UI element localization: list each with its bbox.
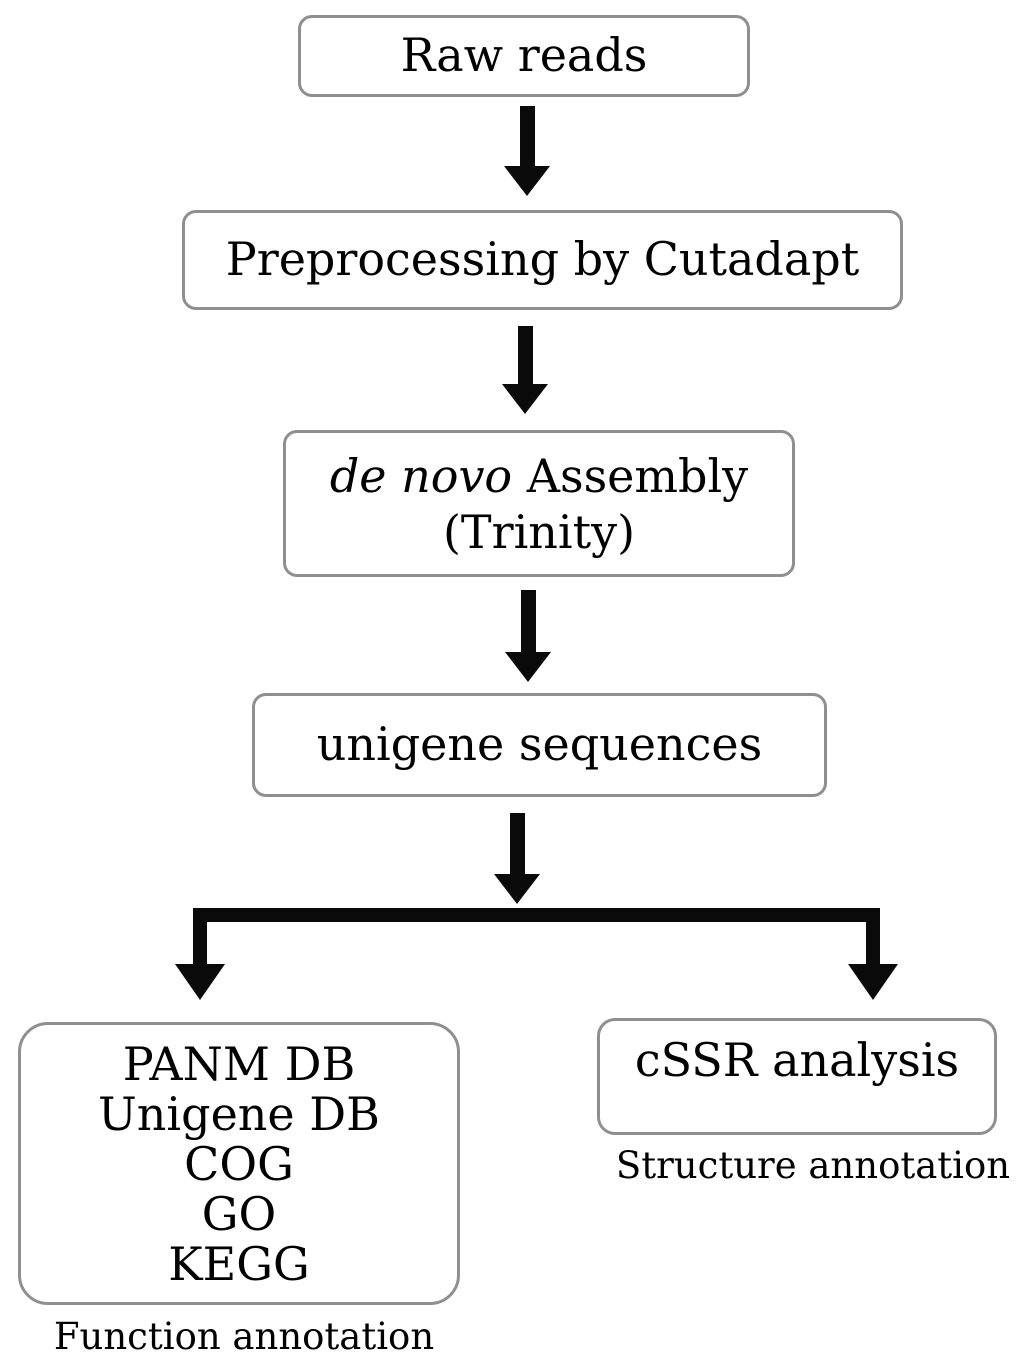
arrow-stem xyxy=(520,590,536,652)
raw-reads-node: Raw reads xyxy=(298,15,750,97)
branch-left-arrow xyxy=(175,921,225,1000)
cssr-label: cSSR analysis xyxy=(634,1033,960,1087)
function-db-node: PANM DB Unigene DB COG GO KEGG xyxy=(18,1022,460,1305)
arrow-head xyxy=(505,652,551,682)
assembly-label-line1: de novo Assembly xyxy=(330,448,748,504)
branch-right-arrow xyxy=(848,921,898,1000)
structure-annotation-caption: Structure annotation xyxy=(615,1144,1011,1187)
arrow-head xyxy=(848,964,898,1000)
arrow-stem xyxy=(517,326,533,384)
db-item: GO xyxy=(201,1186,277,1241)
db-item: Unigene DB xyxy=(98,1086,380,1141)
assembly-label-italic: de novo xyxy=(329,448,513,503)
branch-connector-bar xyxy=(193,908,880,922)
assembly-label-line2: (Trinity) xyxy=(442,504,636,559)
unigene-sequences-node: unigene sequences xyxy=(252,693,827,797)
raw-reads-label: Raw reads xyxy=(400,28,648,83)
arrow-stem xyxy=(193,921,207,964)
preprocessing-label: Preprocessing by Cutadapt xyxy=(225,232,860,287)
assembly-label-rest: Assembly xyxy=(526,448,749,503)
flow-arrow-down-2 xyxy=(502,326,548,414)
cssr-analysis-node: cSSR analysis xyxy=(597,1018,997,1135)
arrow-head xyxy=(494,874,540,904)
arrow-head xyxy=(175,964,225,1000)
arrow-stem xyxy=(519,106,535,166)
arrow-head xyxy=(502,384,548,414)
db-item: KEGG xyxy=(168,1236,310,1291)
flow-arrow-down-1 xyxy=(504,106,550,196)
arrow-stem xyxy=(509,813,525,874)
assembly-node: de novo Assembly (Trinity) xyxy=(283,430,795,577)
db-item: COG xyxy=(184,1136,294,1191)
flow-arrow-down-4 xyxy=(494,813,540,904)
arrow-head xyxy=(504,166,550,196)
preprocessing-node: Preprocessing by Cutadapt xyxy=(182,210,903,310)
arrow-stem xyxy=(866,921,880,964)
flow-arrow-down-3 xyxy=(505,590,551,682)
function-annotation-caption: Function annotation xyxy=(53,1315,435,1358)
db-item: PANM DB xyxy=(122,1036,356,1091)
unigene-label: unigene sequences xyxy=(316,717,763,772)
